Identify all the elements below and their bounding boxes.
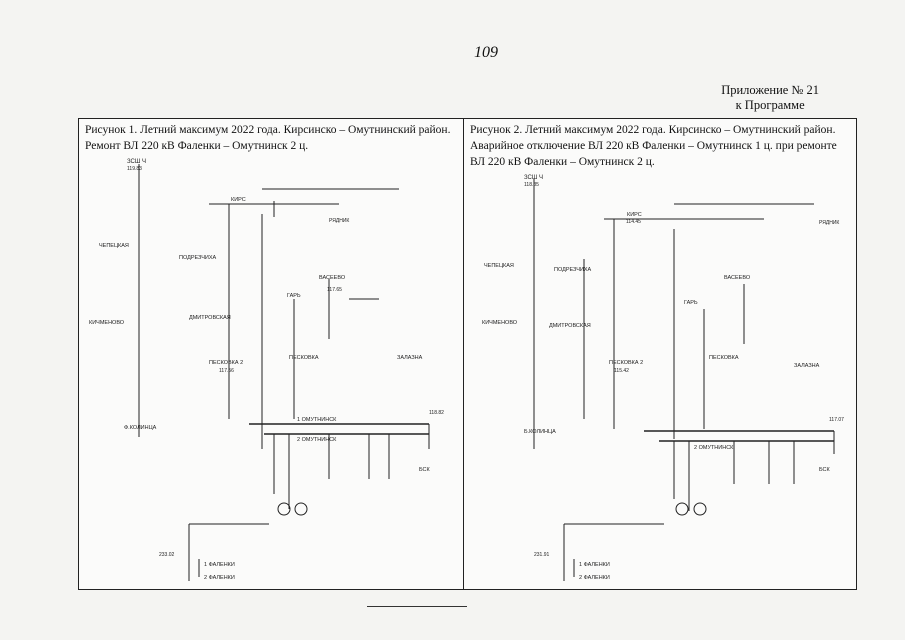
f2-v5: 231.91 [534, 552, 550, 558]
f2-podrez: ПОДРЕЗЧИХА [554, 267, 592, 273]
f1-top-label: ЗСШ Ч [127, 159, 146, 165]
f2-v1: 118.85 [524, 182, 539, 188]
f2-kirs: КИРС [627, 212, 642, 218]
figure-1-caption: Рисунок 1. Летний максимум 2022 года. Ки… [85, 124, 451, 152]
f2-gar: ГАРЬ [684, 300, 698, 306]
f1-v5: 233.02 [159, 552, 175, 558]
figure-1-panel: Рисунок 1. Летний максимум 2022 года. Ки… [78, 118, 465, 590]
f1-kirs: КИРС [231, 197, 246, 203]
f1-bsk: БСК [419, 467, 431, 473]
bottom-divider [367, 606, 467, 607]
f1-ometn1: 1 ОМУТНИНСК [297, 417, 337, 423]
f1-vaseevo: ВАСЕЕВО [319, 275, 346, 281]
f1-falenki1: 1 ФАЛЕНКИ [204, 562, 235, 568]
f2-top-label: ЗСШ Ч [524, 175, 543, 181]
appendix-line-1: Приложение № 21 [721, 83, 819, 97]
f2-chepetsk: ЧЕПЕЦКАЯ [484, 263, 514, 269]
f2-peskovka2: ПЕСКОВКА 2 [609, 360, 643, 366]
f1-peskovka: ПЕСКОВКА [289, 355, 319, 361]
f2-vaseevo: ВАСЕЕВО [724, 275, 751, 281]
appendix-note: Приложение № 21 к Программе [721, 83, 819, 113]
f1-peskovka2: ПЕСКОВКА 2 [209, 360, 243, 366]
appendix-line-2: к Программе [735, 98, 805, 112]
f2-peskovka: ПЕСКОВКА [709, 355, 739, 361]
f1-podrez: ПОДРЕЗЧИХА [179, 255, 217, 261]
f1-frontier: Ф.КОЛИНЦА [124, 425, 157, 431]
f1-gar: ГАРЬ [287, 293, 301, 299]
f2-v4: 117.07 [829, 417, 844, 423]
f1-v1: 119.83 [127, 166, 142, 172]
f2-v3: 115.42 [614, 368, 629, 374]
figure-1-schematic: ЗСШ Ч 119.83 ЧЕПЕЦКАЯ КИЧМЕНОВО Ф.КОЛИНЦ… [89, 159, 444, 581]
figure-2-schematic: ЗСШ Ч 118.85 ЧЕПЕЦКАЯ КИЧМЕНОВО Б.КОЛИНЦ… [482, 175, 844, 581]
f2-v2: 114.45 [626, 219, 641, 225]
f1-zalaz: ЗАЛАЗНА [397, 355, 423, 361]
figure-2-panel: Рисунок 2. Летний максимум 2022 года. Ки… [463, 118, 857, 590]
f1-ometn2: 2 ОМУТНИНСК [297, 437, 337, 443]
f1-v2: 117.65 [327, 287, 342, 293]
f1-ryadnik: РЯДНИК [329, 218, 349, 224]
f2-kichmenovo: КИЧМЕНОВО [482, 320, 518, 326]
f1-v3: 117.56 [219, 368, 234, 374]
f1-chepetsk: ЧЕПЕЦКАЯ [99, 243, 129, 249]
f2-ryadnik: РЯДНИК [819, 220, 839, 226]
f1-v4: 118.82 [429, 410, 444, 416]
f2-frontier: Б.КОЛИНЦА [524, 429, 556, 435]
f1-kichmenovo: КИЧМЕНОВО [89, 320, 125, 326]
f2-ometn2: 2 ОМУТНИНСК [694, 445, 734, 451]
f2-bsk: БСК [819, 467, 831, 473]
figure-2-caption: Рисунок 2. Летний максимум 2022 года. Ки… [470, 124, 837, 168]
page-number: 109 [474, 44, 498, 61]
f2-dmitr: ДМИТРОВСКАЯ [549, 323, 591, 329]
f2-falenki1: 1 ФАЛЕНКИ [579, 562, 610, 568]
f2-falenki2: 2 ФАЛЕНКИ [579, 575, 610, 581]
f2-zalaz: ЗАЛАЗНА [794, 363, 820, 369]
f1-dmitr: ДМИТРОВСКАЯ [189, 315, 231, 321]
f1-falenki2: 2 ФАЛЕНКИ [204, 575, 235, 581]
